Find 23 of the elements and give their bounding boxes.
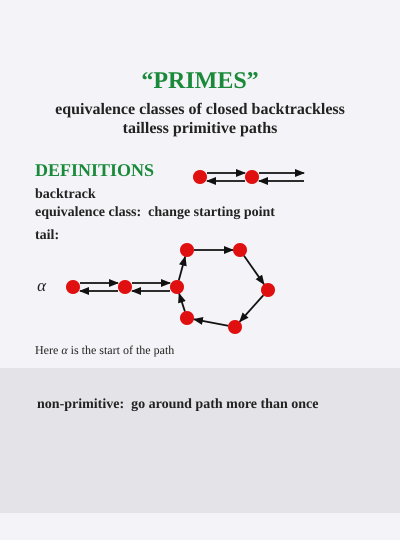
- arrow: [178, 256, 187, 280]
- definition-text: equivalence class: change starting point: [35, 205, 275, 221]
- arrow: [206, 177, 245, 185]
- arrow: [243, 255, 265, 286]
- definition-term: backtrack: [35, 187, 96, 203]
- definition-text: non-primitive: go around path more than once: [37, 396, 320, 414]
- subtitle: equivalence classes of closed backtrackless tailless primitive paths: [54, 100, 346, 138]
- arrow: [207, 169, 246, 177]
- definition-term: tail:: [35, 228, 60, 244]
- arrow: [258, 177, 304, 185]
- arrow: [192, 317, 228, 327]
- arrow: [80, 279, 119, 287]
- note-text: Here α is the start of the path: [35, 343, 174, 358]
- arrow: [79, 287, 118, 295]
- arrow: [132, 279, 171, 287]
- arrow: [194, 246, 234, 254]
- arrow: [178, 292, 186, 312]
- arrow: [131, 287, 170, 295]
- vertex-label: α: [37, 276, 46, 296]
- arrow: [238, 294, 264, 323]
- section-heading: DEFINITIONS: [35, 160, 154, 181]
- slide-title: “PRIMES”: [140, 68, 260, 95]
- arrow: [259, 169, 305, 177]
